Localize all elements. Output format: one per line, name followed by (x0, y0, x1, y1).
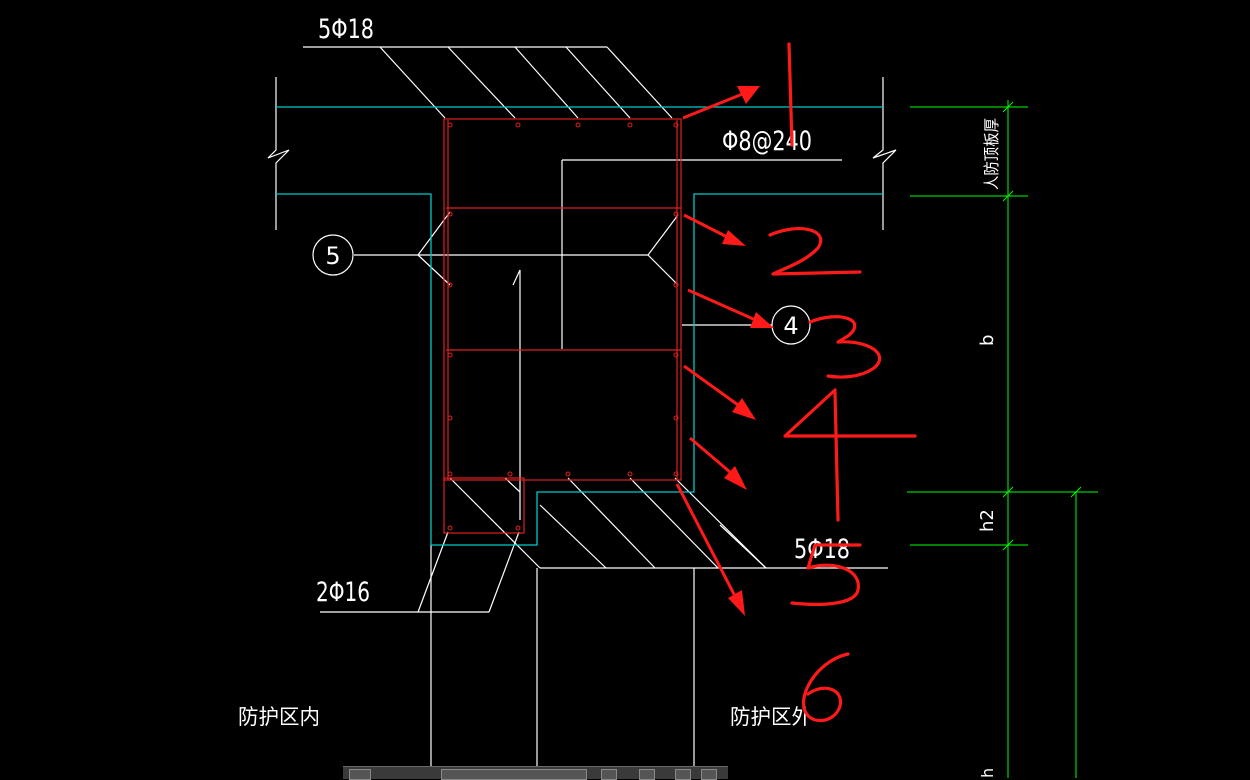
taskbar-icon[interactable] (701, 769, 717, 780)
hand-numeral-4 (783, 388, 917, 522)
taskbar-icon[interactable] (639, 769, 655, 780)
label-stirrup: Φ8@240 (722, 126, 812, 157)
taskbar-item-active[interactable] (441, 769, 587, 780)
taskbar-item[interactable] (349, 769, 371, 780)
dim-h-label: h (978, 768, 997, 778)
hand-numeral-5 (790, 543, 862, 606)
label-bottom-rebar: 5Φ18 (794, 534, 850, 565)
callout-4-text: 4 (783, 312, 798, 340)
zone-outside-label: 防护区外 (730, 705, 812, 729)
hand-numeral-1 (787, 42, 794, 147)
taskbar-icon[interactable] (675, 769, 691, 780)
rebar-dots (447, 122, 679, 531)
dim-b-label: b (977, 335, 998, 346)
callout-circle-4 (771, 305, 811, 345)
callout-circle-5 (312, 234, 354, 276)
markup-numerals (768, 42, 917, 723)
zone-inside-label: 防护区内 (238, 705, 320, 729)
dim-h2-label: h2 (977, 509, 998, 532)
concrete-edges (276, 106, 883, 546)
callout-5-text: 5 (325, 242, 340, 270)
hand-numeral-2 (768, 227, 862, 276)
taskbar (343, 766, 728, 780)
dimension-lines (907, 100, 1098, 778)
hand-numeral-3 (808, 315, 882, 379)
label-side-rebar: 2Φ16 (316, 577, 370, 608)
structure-outline (267, 46, 897, 778)
markup-arrows (675, 86, 774, 616)
label-top-rebar: 5Φ18 (318, 14, 374, 45)
taskbar-icon[interactable] (601, 769, 617, 780)
slab-thickness-label: 人防顶板厚 (982, 118, 1001, 190)
hand-numeral-6 (801, 652, 850, 723)
